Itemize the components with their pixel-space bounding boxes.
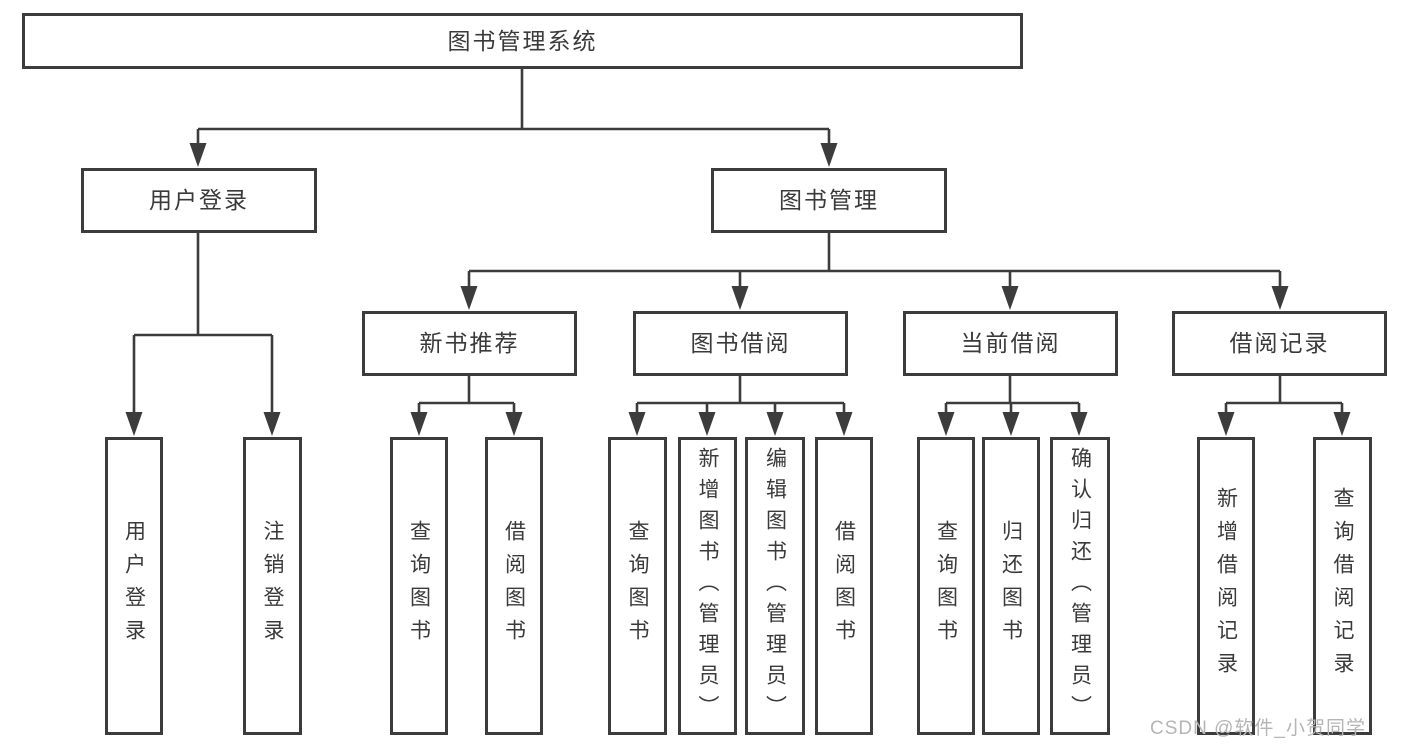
arrowhead-icon: [820, 143, 838, 167]
node-label: 查询借阅记录: [1331, 487, 1354, 685]
node-label: 归还图书: [999, 520, 1023, 652]
leaf-query-borrow-record: 查询借阅记录: [1313, 437, 1372, 735]
connector-7: [1217, 376, 1351, 436]
connector-path: [419, 376, 514, 405]
connector-3: [460, 233, 1289, 310]
leaf-add-borrow-record: 新增借阅记录: [1197, 437, 1255, 735]
leaf-borrow-books-2: 借阅图书: [815, 437, 873, 735]
arrowhead-icon: [766, 412, 784, 436]
arrowhead-icon: [937, 412, 955, 436]
node-label: 借阅图书: [502, 520, 526, 652]
node-label: 查询图书: [934, 520, 958, 652]
connector-path: [637, 376, 844, 405]
node-book-borrow: 图书借阅: [633, 311, 848, 376]
arrowhead-icon: [189, 143, 207, 167]
arrowhead-icon: [731, 286, 749, 310]
leaf-query-books-2: 查询图书: [608, 437, 667, 735]
node-label: 新书推荐: [419, 330, 520, 356]
leaf-edit-book-admin: 编辑图书（管理员）: [745, 437, 805, 735]
arrowhead-icon: [835, 412, 853, 436]
leaf-query-books-3: 查询图书: [917, 437, 975, 735]
node-current-borrow: 当前借阅: [903, 311, 1118, 376]
node-label: 新增借阅记录: [1214, 487, 1238, 685]
arrowhead-icon: [1070, 412, 1088, 436]
arrowhead-icon: [460, 286, 478, 310]
connector-1: [189, 69, 838, 167]
connector-6: [937, 376, 1088, 436]
connector-path: [134, 233, 272, 337]
arrowhead-icon: [628, 412, 646, 436]
leaf-logout: 注销登录: [243, 437, 302, 735]
node-label: 查询图书: [626, 520, 649, 652]
arrowhead-icon: [1001, 286, 1019, 310]
node-label: 图书管理系统: [447, 27, 598, 54]
leaf-return-book: 归还图书: [982, 437, 1040, 735]
node-label: 注销登录: [261, 520, 284, 652]
connector-path: [946, 376, 1079, 405]
node-label: 确认归还（管理员）: [1068, 446, 1092, 726]
node-label: 用户登录: [149, 187, 249, 213]
node-book-management: 图书管理: [711, 168, 947, 233]
node-label: 借阅记录: [1229, 330, 1330, 356]
connector-path: [469, 233, 1280, 273]
node-label: 查询图书: [407, 520, 431, 652]
node-label: 借阅图书: [832, 520, 856, 652]
node-label: 编辑图书（管理员）: [763, 446, 787, 726]
leaf-query-books-1: 查询图书: [390, 437, 448, 735]
leaf-add-book-admin: 新增图书（管理员）: [678, 437, 737, 735]
node-new-book-recommend: 新书推荐: [362, 311, 577, 376]
arrowhead-icon: [505, 412, 523, 436]
leaf-confirm-return-admin: 确认归还（管理员）: [1050, 437, 1110, 735]
node-label: 图书管理: [779, 187, 879, 213]
connector-2: [125, 233, 281, 436]
arrowhead-icon: [125, 412, 143, 436]
node-label: 当前借阅: [960, 330, 1061, 356]
csdn-watermark: CSDN @软件_小贺同学: [1150, 718, 1366, 739]
connector-5: [628, 376, 853, 436]
arrowhead-icon: [1333, 412, 1351, 436]
node-borrow-records: 借阅记录: [1172, 311, 1387, 376]
connector-path: [1226, 376, 1342, 405]
leaf-borrow-books-1: 借阅图书: [485, 437, 543, 735]
arrowhead-icon: [1271, 286, 1289, 310]
arrowhead-icon: [1217, 412, 1235, 436]
arrowhead-icon: [410, 412, 428, 436]
node-system: 图书管理系统: [22, 13, 1023, 69]
arrowhead-icon: [698, 412, 716, 436]
node-user-login: 用户登录: [81, 168, 317, 233]
node-label: 图书借阅: [690, 330, 791, 356]
arrowhead-icon: [1002, 412, 1020, 436]
node-label: 新增图书（管理员）: [696, 446, 719, 726]
leaf-user-login: 用户登录: [105, 437, 163, 735]
node-label: 用户登录: [122, 520, 146, 652]
connector-path: [198, 69, 829, 131]
connector-4: [410, 376, 523, 436]
arrowhead-icon: [263, 412, 281, 436]
